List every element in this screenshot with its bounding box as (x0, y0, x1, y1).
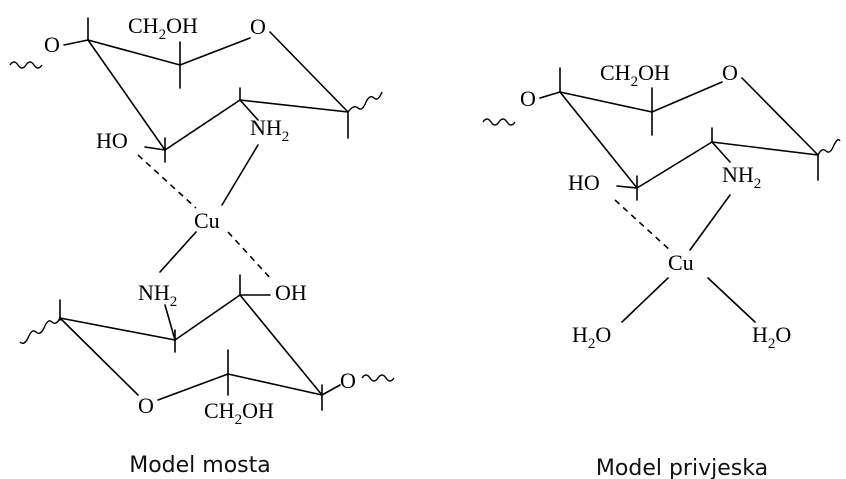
amino-group-pendant: NH2 (722, 162, 761, 192)
bond (239, 99, 349, 113)
bond (559, 91, 653, 113)
hydroxyl-pendant: HO (568, 170, 600, 195)
water-ligand-right: H2O (752, 322, 791, 352)
bond (164, 99, 241, 151)
ring-oxygen-pendant: O (722, 60, 738, 85)
pendant-model: O CH2OH O HO NH2 Cu H2O H2O (482, 60, 841, 479)
bond (59, 317, 139, 396)
bond (144, 146, 166, 151)
bond (269, 31, 349, 113)
bond (59, 317, 176, 341)
coordination-bond-oh-upper (137, 154, 197, 209)
bond (741, 77, 819, 156)
water-ligand-left: H2O (572, 322, 611, 352)
ring-oxygen-upper: O (250, 14, 266, 39)
coordination-bond-water-left (621, 277, 669, 323)
hydroxyl-lower: OH (275, 280, 307, 305)
wavy-bond-left-lower (19, 317, 61, 345)
wavy-bond-right-upper (347, 91, 383, 113)
wavy-bond-left-pendant (482, 118, 516, 126)
bond (164, 304, 176, 341)
wavy-bond-right-lower (361, 374, 395, 382)
bond (636, 141, 713, 189)
pendant-ring: O CH2OH O HO NH2 (482, 60, 841, 201)
coordination-bond-oh-lower (227, 231, 273, 281)
caption-pendant-model: Model privjeska (596, 456, 768, 479)
ring-oxygen-glycosidic-upper-left: O (44, 32, 60, 57)
caption-bridge-model: Model mosta (129, 453, 271, 478)
coordination-bond-nh2-lower (159, 231, 197, 273)
copper-center-bridge: Cu (194, 208, 220, 233)
bond (711, 141, 819, 156)
ch2oh-group-pendant: CH2OH (600, 60, 670, 90)
copper-center-pendant: Cu (668, 250, 694, 275)
coordination-bond-oh-pendant (614, 199, 673, 253)
ch2oh-group-upper: CH2OH (128, 13, 198, 43)
wavy-bond-right-pendant (817, 138, 841, 156)
bond (559, 91, 638, 189)
bond (87, 39, 181, 66)
amino-group-lower: NH2 (138, 280, 177, 310)
bond (63, 39, 89, 46)
bond (87, 39, 166, 151)
ring-oxygen-glycosidic-lower-right: O (340, 368, 356, 393)
bond (157, 373, 229, 401)
bond (179, 37, 251, 66)
upper-ring: O CH2OH O HO NH2 (9, 13, 383, 163)
ch2oh-group-lower: CH2OH (204, 398, 274, 428)
bridge-model: O CH2OH O HO NH2 Cu (9, 13, 395, 478)
coordination-bond-nh2-upper (221, 144, 259, 206)
bond (174, 294, 241, 341)
bond (227, 373, 323, 396)
amino-group-upper: NH2 (250, 115, 289, 145)
lower-ring: NH2 OH O CH2OH O (19, 274, 395, 428)
hydroxyl-upper: HO (96, 128, 128, 153)
bond (616, 185, 638, 189)
bond (651, 81, 723, 113)
ring-oxygen-glycosidic-pendant: O (520, 86, 536, 111)
bond (321, 384, 341, 396)
coordination-bond-water-right (707, 277, 756, 323)
wavy-bond-left-upper (9, 61, 43, 69)
coordination-bond-nh2-pendant (689, 194, 731, 251)
bond (539, 91, 561, 99)
bond (711, 141, 731, 163)
bond (239, 294, 323, 396)
ring-oxygen-lower: O (138, 393, 154, 418)
bond (239, 99, 259, 121)
